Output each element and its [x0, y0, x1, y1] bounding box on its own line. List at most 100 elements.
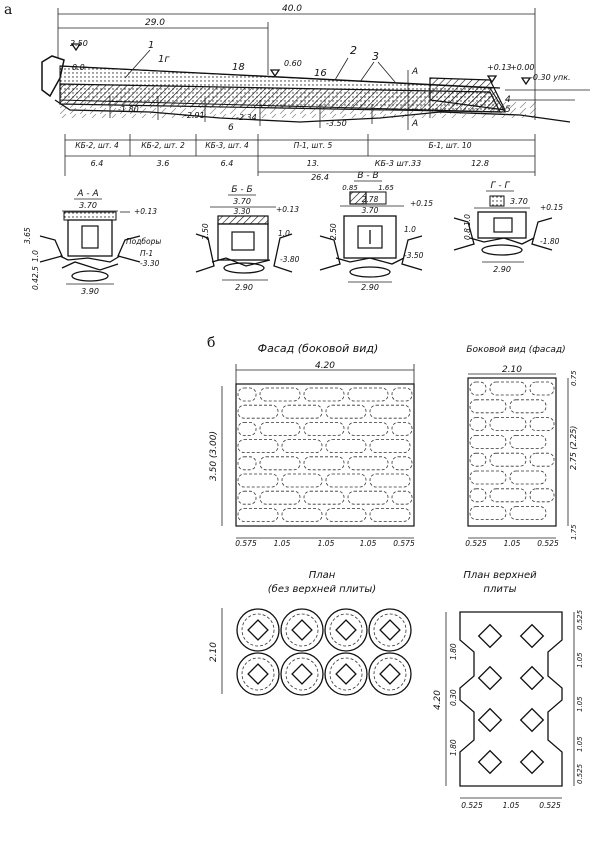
profile-body: [41, 55, 590, 128]
top-plan-title2: плиты: [483, 584, 516, 595]
plan-block-hole: [335, 619, 357, 641]
top-plan-left-2: 0.30: [449, 689, 458, 706]
plan-block: [368, 608, 412, 652]
top-plan-bottom-3: 0.525: [539, 801, 561, 810]
level-bottom-4: -3.50: [326, 119, 347, 128]
section-B-title: Б - Б: [231, 185, 252, 195]
plan-view: План (без верхней плиты) 2.10: [209, 570, 412, 696]
dim-1: 6.4: [91, 159, 104, 168]
mark-6: 6: [228, 123, 234, 133]
plan-block: [236, 652, 280, 696]
side-block: [529, 452, 555, 467]
section-V-top: 1.65: [378, 184, 394, 192]
level-right-3: -0.30 упк.: [530, 73, 571, 82]
profile-marks: 1 1г 2 3 16 18 4 5 6 А А: [124, 40, 511, 133]
plan-block: [280, 652, 324, 696]
side-blocks: [469, 381, 555, 521]
facade-block: [369, 473, 411, 488]
side-block: [469, 452, 487, 467]
section-B-base: 2.90: [235, 283, 253, 292]
plan-block: [280, 608, 324, 652]
facade-block: [281, 473, 323, 488]
plan-block-hole: [247, 663, 269, 685]
plan-blocks: [236, 608, 412, 696]
facade-block: [391, 490, 413, 505]
facade-block: [347, 421, 389, 436]
plan-title: План: [309, 570, 336, 581]
facade-block: [369, 404, 411, 419]
mark-18: 18: [232, 62, 245, 73]
section-B-bottom: -3.80: [280, 255, 300, 264]
plan-block-inner: [241, 613, 275, 647]
plan-block-inner: [329, 657, 363, 691]
section-V-base: 2.90: [361, 283, 379, 292]
facade-block: [347, 490, 389, 505]
facade-block: [303, 456, 345, 471]
section-B-inner: 3.30: [234, 207, 251, 216]
slab-opening: [519, 749, 545, 775]
facade-block: [259, 421, 301, 436]
mark-16: 16: [314, 68, 327, 79]
side-view: Боковой вид (фасад) 2.10 0.75 2.75 (2.25…: [465, 345, 578, 548]
side-block: [509, 506, 547, 521]
level-bottom-3: -2.34: [236, 113, 257, 122]
top-plan-bottom-2: 1.05: [503, 801, 520, 810]
mark-1: 1: [148, 40, 154, 51]
top-plan-right-4: 1.05: [576, 736, 584, 752]
total-length: 40.0: [282, 4, 302, 14]
facade-dim-1: 0.575: [235, 539, 257, 548]
facade-view: Фасад (боковой вид) 4.20 3.50 (3.00) 0.5…: [209, 342, 415, 548]
plan-subtitle: (без верхней плиты): [268, 583, 376, 595]
section-B-width: 3.70: [233, 197, 251, 206]
facade-block: [259, 456, 301, 471]
section-V-top2: 0.85: [342, 184, 358, 192]
side-bottom: 1.75: [570, 524, 578, 540]
section-A-bottom: -3.30: [140, 259, 160, 268]
section-1: КБ-2, шт. 4: [75, 141, 119, 150]
panel-label-b: б: [207, 335, 215, 351]
section-B-dim-2: 1.0: [278, 229, 290, 238]
slab-opening: [477, 707, 503, 733]
section-G-dim-1: 1.0: [463, 214, 472, 226]
facade-block: [369, 507, 411, 522]
facade-block: [237, 404, 279, 419]
facade-block: [303, 387, 345, 402]
facade-blocks: [237, 387, 413, 522]
facade-block: [347, 387, 389, 402]
facade-block: [281, 404, 323, 419]
facade-dim-3: 1.05: [318, 539, 335, 548]
level-mid: 0.60: [284, 59, 302, 68]
facade-block: [391, 421, 413, 436]
mark-4: 4: [505, 95, 511, 105]
overall-dimension: 40.0 29.0: [57, 4, 536, 120]
side-block: [469, 417, 487, 432]
plan-block-hole: [379, 663, 401, 685]
side-block: [489, 452, 527, 467]
plan-block-hole: [291, 663, 313, 685]
plan-block-inner: [329, 613, 363, 647]
plan-block-inner: [373, 613, 407, 647]
plan-block: [324, 608, 368, 652]
section-G-width: 3.70: [510, 197, 528, 206]
mark-A-bottom: А: [411, 119, 418, 129]
side-block: [489, 381, 527, 396]
facade-block: [237, 507, 279, 522]
plan-block: [236, 608, 280, 652]
plan-block-inner: [241, 657, 275, 691]
section-G-title: Г - Г: [491, 181, 511, 191]
level-bottom-2: -2.91: [184, 111, 205, 120]
section-B-level: +0.13: [276, 205, 299, 214]
section-A-dim-4: 0.4: [31, 278, 40, 290]
side-block: [469, 488, 487, 503]
section-V-dim-1: 2.50: [329, 223, 338, 240]
dim-4: 13.: [307, 159, 320, 168]
plan-block-inner: [373, 657, 407, 691]
side-block: [469, 506, 507, 521]
level-marks: 2.50 0.0 0.60 +0.13 +0.00 -0.30 упк.: [70, 39, 571, 86]
facade-block: [325, 439, 367, 454]
section-A-base: 3.90: [81, 287, 99, 296]
top-plan-right-2: 1.05: [576, 652, 584, 668]
facade-block: [303, 490, 345, 505]
section-A-note2: П-1: [140, 249, 153, 258]
facade-block: [325, 507, 367, 522]
